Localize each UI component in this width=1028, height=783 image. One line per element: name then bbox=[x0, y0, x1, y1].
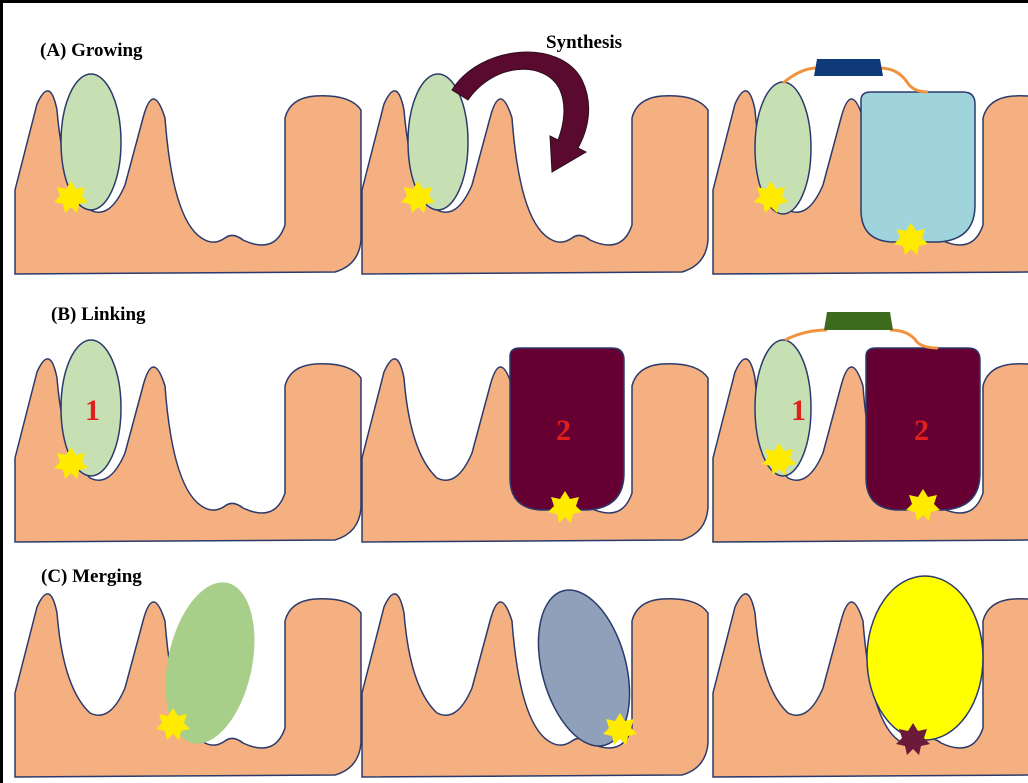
panel-b1 bbox=[15, 340, 361, 542]
fragment-two-number: 2 bbox=[556, 414, 571, 447]
row-b-label: (B) Linking bbox=[51, 304, 146, 325]
panel-a3 bbox=[713, 59, 1028, 274]
tether-line bbox=[785, 330, 938, 348]
panel-a1 bbox=[15, 74, 361, 274]
fragment-two-number: 2 bbox=[914, 414, 929, 447]
fragment-one-number: 1 bbox=[85, 394, 100, 427]
row-c-label: (C) Merging bbox=[41, 566, 142, 587]
row-a-label: (A) Growing bbox=[40, 40, 143, 61]
panel-c3 bbox=[713, 576, 1028, 777]
panel-b3 bbox=[713, 312, 1028, 542]
merged-fragment-yellow bbox=[867, 576, 983, 740]
linker-block-green bbox=[824, 312, 893, 330]
panel-a2 bbox=[362, 74, 708, 274]
panel-c1 bbox=[15, 574, 361, 777]
protein-surface bbox=[362, 594, 708, 777]
synthesis-label: Synthesis bbox=[546, 32, 622, 53]
fragment-one-number: 1 bbox=[791, 394, 806, 427]
panel-c2 bbox=[362, 580, 708, 777]
panel-b2 bbox=[362, 348, 708, 542]
synthesis-arrow-icon bbox=[452, 52, 589, 172]
linker-block-dark bbox=[814, 59, 883, 76]
grown-fragment-shape bbox=[861, 92, 975, 242]
